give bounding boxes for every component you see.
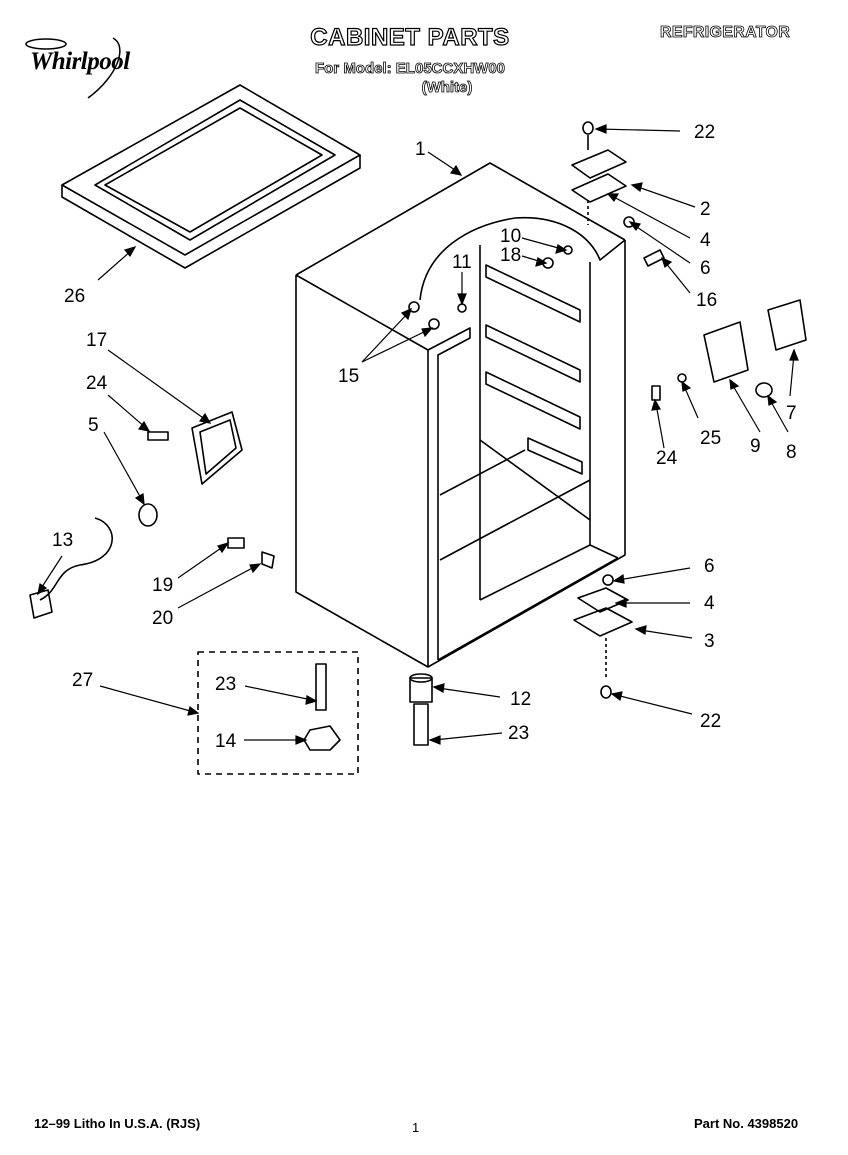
- hinge-shim-part: [571, 173, 627, 203]
- brand-name: Whirlpool: [30, 48, 130, 75]
- part-label: 23: [215, 674, 237, 695]
- model-line: For Model: EL05CCXHW00: [314, 60, 506, 78]
- screw-24-right-part: [651, 385, 661, 401]
- top-cover-part: [61, 84, 361, 269]
- washer-25-part: [677, 373, 687, 383]
- part-label: 23: [508, 723, 530, 744]
- relay-part: [767, 299, 807, 351]
- leveling-kit-box: [197, 651, 359, 775]
- part-label: 12: [510, 689, 532, 710]
- part-label: 15: [338, 366, 360, 387]
- part-label: 18: [500, 245, 522, 266]
- bolt-23-right-part: [413, 703, 429, 746]
- bottom-hinge-shim-part: [577, 587, 629, 613]
- part-label: 11: [452, 252, 472, 273]
- part-label: 2: [700, 199, 711, 220]
- part-label: 25: [700, 428, 722, 449]
- part-label: 16: [696, 290, 718, 311]
- cap-part: [755, 382, 773, 398]
- part-label: 8: [786, 442, 797, 463]
- litho-info: 12–99 Litho In U.S.A. (RJS): [34, 1116, 201, 1131]
- part-label: 7: [786, 403, 797, 424]
- control-knob-part: [138, 503, 158, 527]
- power-cord-part: [39, 517, 113, 601]
- screw-24-left-part: [147, 431, 169, 441]
- part-label: 24: [86, 373, 108, 394]
- part-label: 26: [64, 286, 86, 307]
- appliance-type: REFRIGERATOR: [660, 24, 791, 42]
- page-number: 1: [412, 1120, 420, 1135]
- leveler-part: [409, 677, 433, 703]
- part-label: 17: [86, 330, 108, 351]
- nut-14-part: [303, 725, 341, 751]
- part-label: 13: [52, 530, 74, 551]
- page-title: CABINET PARTS: [310, 23, 510, 51]
- part-number: Part No. 4398520: [694, 1116, 799, 1131]
- cabinet-body-part: [295, 162, 626, 668]
- part-label: 27: [72, 670, 94, 691]
- part-label: 4: [700, 230, 711, 251]
- part-label: 3: [704, 631, 715, 652]
- part-label: 10: [500, 226, 522, 247]
- color-line: (White): [421, 79, 473, 97]
- part-label: 9: [750, 436, 761, 457]
- part-label: 24: [656, 448, 678, 469]
- bolt-23-kit-part: [315, 663, 327, 711]
- part-label: 6: [704, 556, 715, 577]
- screw-19-part: [227, 537, 245, 549]
- part-label: 20: [152, 608, 174, 629]
- relay-cover-part: [703, 321, 749, 383]
- part-label: 4: [704, 593, 715, 614]
- part-label: 22: [700, 711, 722, 732]
- top-hinge-part: [571, 149, 627, 179]
- clip-part: [643, 249, 665, 267]
- part-label: 6: [700, 258, 711, 279]
- part-label: 22: [694, 122, 716, 143]
- sensor-20-part: [261, 551, 275, 569]
- part-label: 14: [215, 731, 237, 752]
- bottom-hinge-part: [573, 607, 633, 637]
- whirlpool-logo: [18, 36, 163, 100]
- part-label: 1: [415, 139, 426, 160]
- part-label: 19: [152, 575, 174, 596]
- control-housing-part: [191, 411, 243, 485]
- part-label: 5: [88, 415, 99, 436]
